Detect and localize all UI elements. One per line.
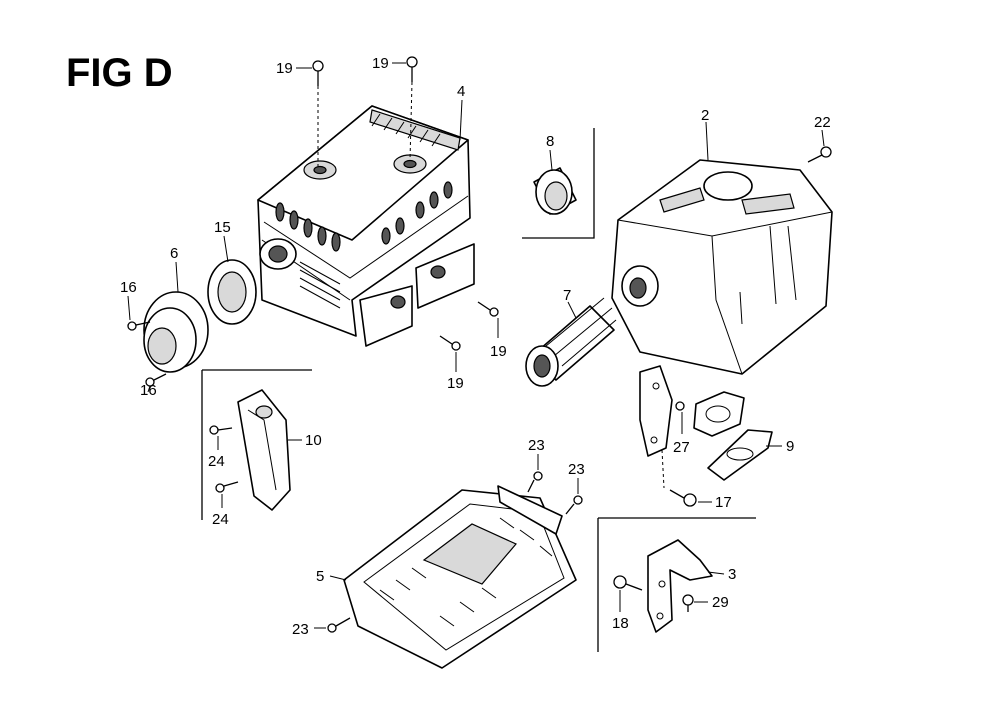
bolt-19-lower-left [439,335,461,351]
base-protector-part-5 [343,485,577,669]
callout-27: 27 [673,439,690,456]
callout-24: 24 [208,453,225,470]
cover-slots [275,109,461,252]
callout-23: 23 [528,437,545,454]
bolt-22 [807,146,832,163]
muffler-cover-part-4 [257,105,475,347]
group-bracket-part-10 [201,369,312,520]
screw-16-upper [127,321,151,331]
callout-24: 24 [212,511,229,528]
gasket-part-27 [675,391,745,437]
callout-2: 2 [701,107,709,124]
bolt-23-upper-right [565,495,583,515]
muffler-body-part-2 [611,159,833,375]
callout-18: 18 [612,615,629,632]
bolt-17 [661,449,697,507]
callout-5: 5 [316,568,324,585]
gasket-part-9 [707,429,773,481]
bolt-23-lower [327,617,351,633]
bolt-23-upper-left [527,471,543,493]
callout-8: 8 [546,133,554,150]
callout-29: 29 [712,594,729,611]
muffler-bracket [639,365,673,457]
callout-19: 19 [276,60,293,77]
bolt-29 [682,594,694,612]
screw-16-lower [145,373,167,387]
gasket-part-15 [207,259,257,325]
screw-24-upper [209,425,233,435]
callout-10: 10 [305,432,322,449]
callout-3: 3 [728,566,736,583]
callout-19: 19 [447,375,464,392]
callout-17: 17 [715,494,732,511]
group-bracket-part-8 [522,128,595,239]
callout-19: 19 [372,55,389,72]
callout-9: 9 [786,438,794,455]
callout-7: 7 [563,287,571,304]
heat-shield-part-10 [237,389,291,511]
leader-lines [127,62,825,629]
callout-labels: 19 19 4 8 2 22 15 6 16 16 7 19 19 10 24 … [120,55,831,638]
figure-title: FIG D [66,51,173,95]
stay-bracket-part-3 [647,539,713,633]
bolt-19-lower-right [477,301,499,317]
bolt-18 [613,575,643,591]
bolt-19-top-right [406,56,418,161]
bolt-19-top-left [312,60,324,166]
callout-6: 6 [170,245,178,262]
callout-16: 16 [120,279,137,296]
spark-arrester-cap-part-8 [533,167,577,215]
callout-22: 22 [814,114,831,131]
callout-19: 19 [490,343,507,360]
screw-24-lower [215,481,239,493]
spark-arrester-screen-part-7 [525,297,617,387]
callout-15: 15 [214,219,231,236]
end-cap-part-6 [143,291,209,373]
callout-4: 4 [457,83,465,100]
callout-16: 16 [140,382,157,399]
group-bracket-part-3 [597,517,756,652]
callout-23: 23 [292,621,309,638]
callout-23: 23 [568,461,585,478]
